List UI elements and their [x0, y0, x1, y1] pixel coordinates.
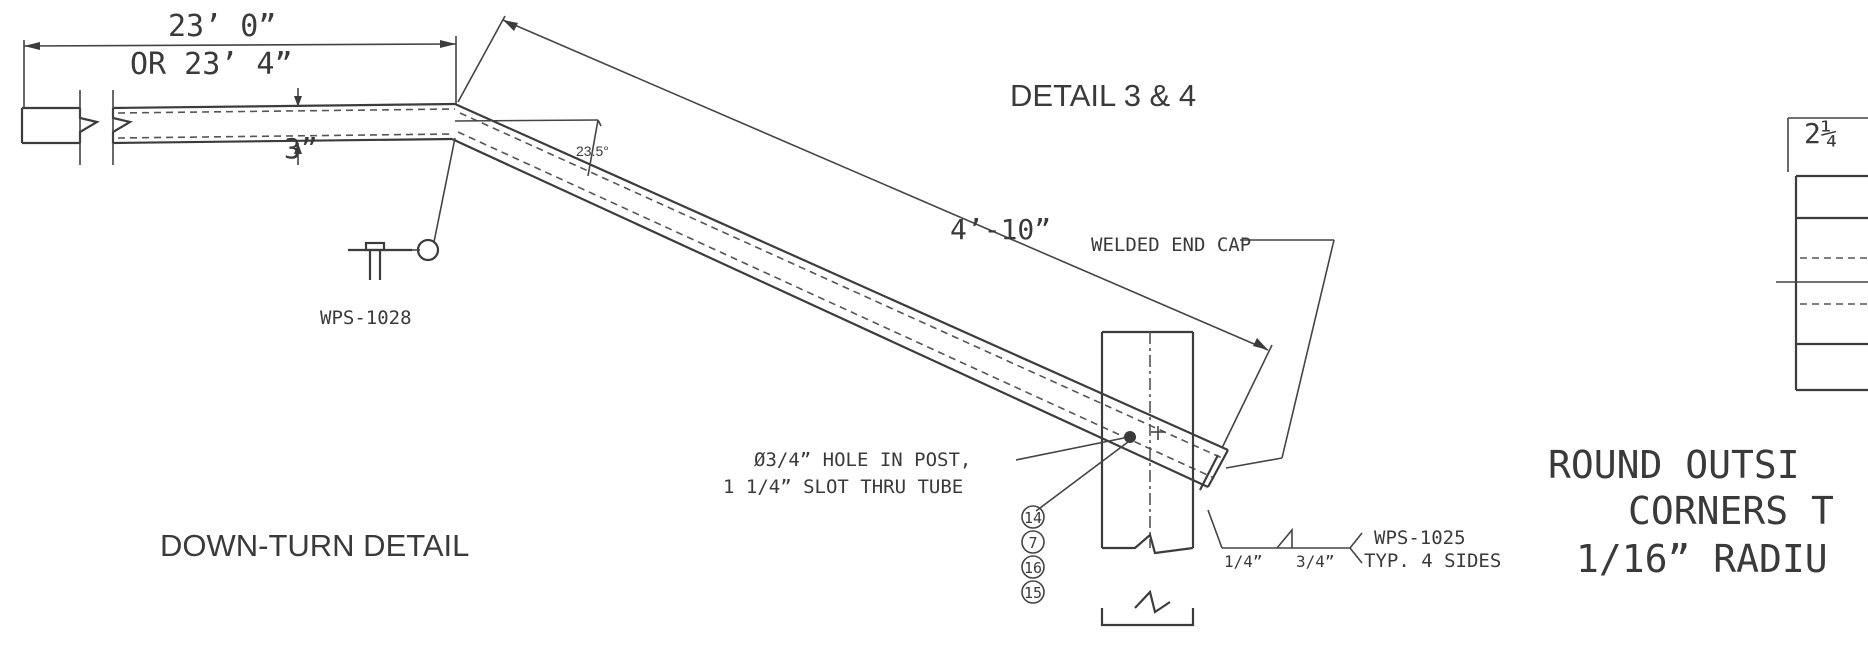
slope-length-dimension	[457, 15, 1273, 449]
callout-number: 14	[1024, 509, 1042, 527]
angle-dimension	[454, 119, 602, 177]
length-dimension-text: 23’ 0”	[168, 9, 276, 44]
length-alt-dimension-text: OR 23’ 4”	[130, 47, 293, 82]
post	[1100, 330, 1195, 627]
fraction-dimension-text: 2¼	[1804, 117, 1838, 150]
corner-note-line-2: CORNERS T	[1628, 489, 1834, 533]
corner-note-line-1: ROUND OUTSI	[1548, 443, 1800, 487]
length-dimension	[23, 36, 457, 108]
weld-ref-right: WPS-1025	[1374, 527, 1466, 549]
weld-all-around-circle	[416, 238, 440, 262]
hole-note-line-1: Ø3/4” HOLE IN POST,	[754, 449, 971, 471]
angle-text: 23.5°	[576, 143, 609, 159]
end-cap-leader	[1225, 239, 1335, 469]
callout-bubble	[1021, 555, 1045, 579]
tube-size-dimension	[294, 88, 302, 165]
callout-number: 7	[1028, 534, 1037, 552]
callout-bubbles: 14 7 16 15	[1021, 505, 1045, 604]
hole-leader	[1015, 437, 1129, 512]
weld-symbol-right	[1207, 509, 1363, 564]
hole-marker	[1124, 431, 1136, 443]
callout-number: 16	[1024, 559, 1042, 577]
callout-bubble	[1021, 580, 1045, 604]
weld-size-fillet: 1/4”	[1224, 552, 1263, 571]
weld-symbol-left	[348, 137, 456, 280]
right-partial-detail	[1776, 117, 1868, 392]
end-cap-note: WELDED END CAP	[1091, 234, 1251, 256]
weld-size-second: 3/4”	[1296, 552, 1335, 571]
callout-bubble	[1021, 505, 1045, 529]
callout-number: 15	[1024, 584, 1042, 602]
slope-length-text: 4’-10”	[950, 213, 1051, 246]
down-turn-title: DOWN-TURN DETAIL	[160, 528, 469, 563]
tube-size-text: 3”	[284, 132, 318, 165]
weld-note: TYP. 4 SIDES	[1364, 550, 1501, 572]
corner-note-line-3: 1/16” RADIU	[1576, 537, 1828, 581]
angled-tube	[451, 102, 1229, 491]
horizontal-tube	[20, 90, 456, 165]
callout-bubble	[1021, 530, 1045, 554]
detail-title: DETAIL 3 & 4	[1010, 78, 1196, 113]
hole-note-line-2: 1 1/4” SLOT THRU TUBE	[723, 476, 963, 498]
weld-ref-left: WPS-1028	[320, 307, 412, 329]
